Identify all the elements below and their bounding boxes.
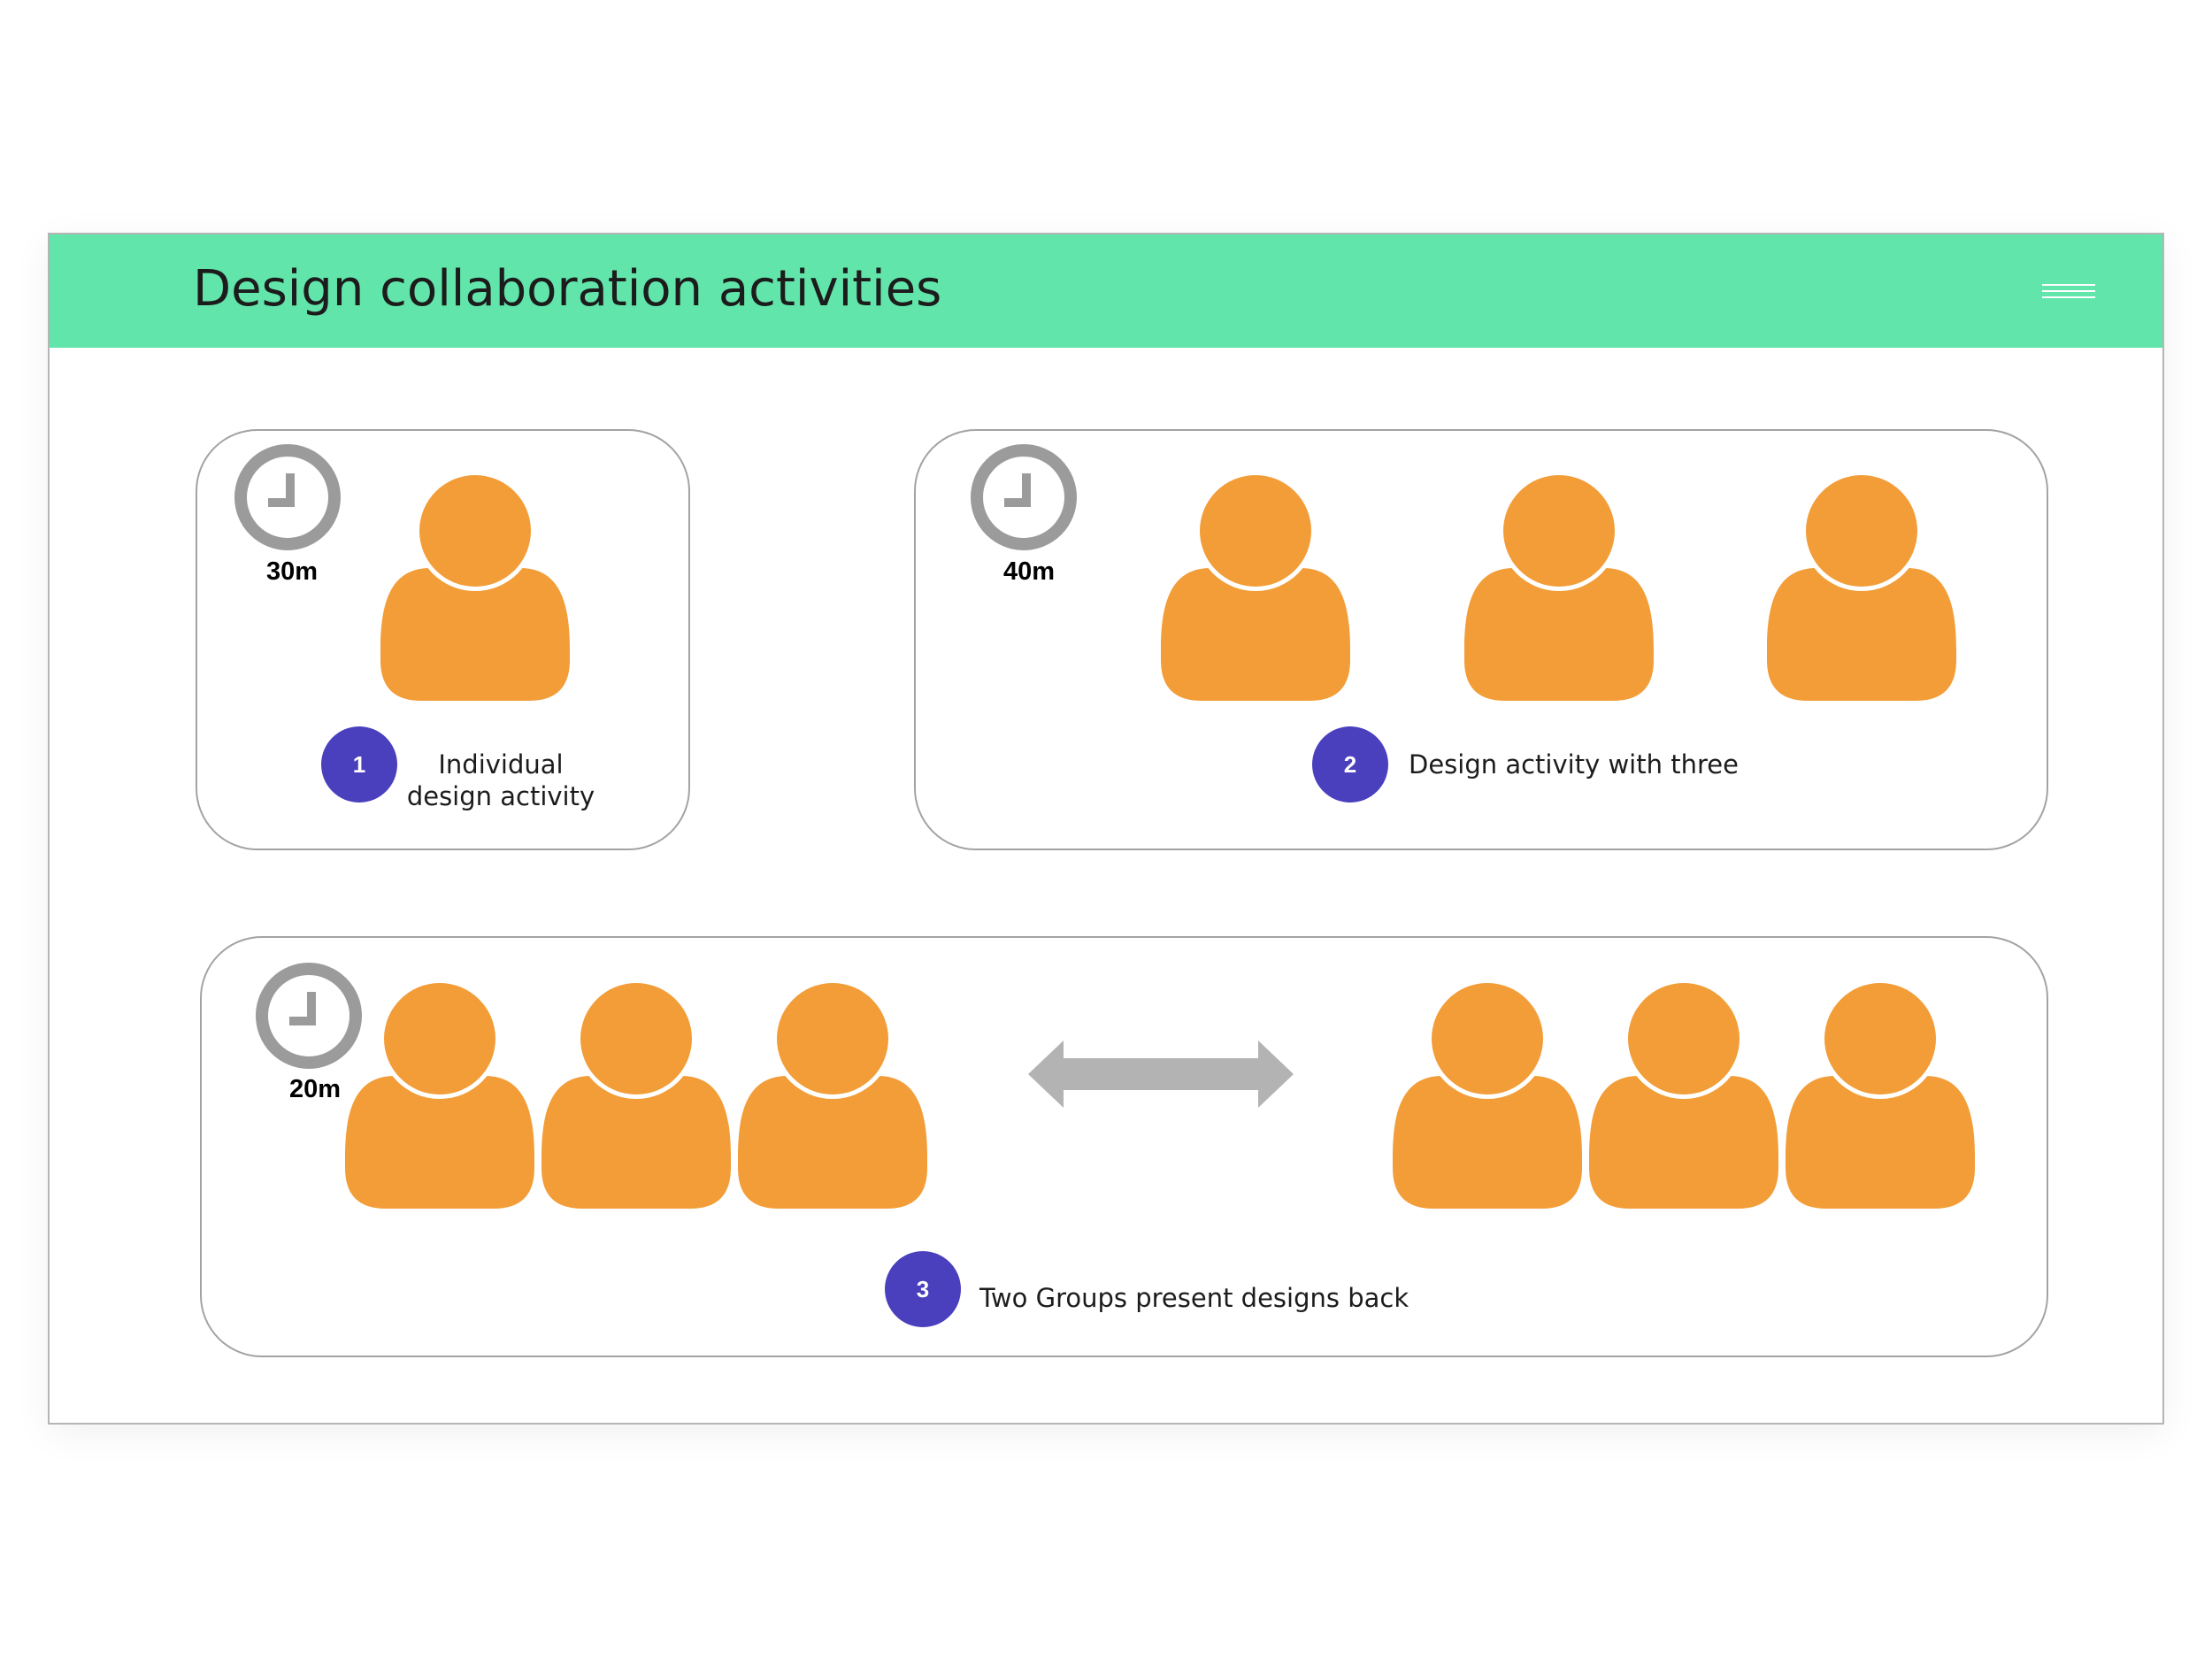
- step-badge: 1: [321, 726, 397, 803]
- person-icon: [1464, 472, 1654, 701]
- person-icon: [345, 980, 534, 1209]
- step-badge: 2: [1312, 726, 1388, 803]
- duration-label: 20m: [288, 1075, 342, 1103]
- person-icon: [541, 980, 731, 1209]
- activity-label-line: design activity: [406, 781, 595, 811]
- clock-icon: [233, 442, 342, 552]
- duration-label: 30m: [265, 557, 319, 586]
- person-icon: [738, 980, 927, 1209]
- person-icon: [1786, 980, 1975, 1209]
- person-icon: [1161, 472, 1350, 701]
- activity-label: Two Groups present designs back: [979, 1283, 1409, 1313]
- person-icon: [1767, 472, 1956, 701]
- person-icon: [1589, 980, 1778, 1209]
- person-icon: [1393, 980, 1582, 1209]
- activity-label: Individual design activity: [395, 749, 607, 812]
- double-arrow-icon: [1028, 1041, 1294, 1108]
- person-icon: [380, 472, 570, 701]
- activity-label: Design activity with three: [1409, 749, 1739, 780]
- activity-label-line: Individual: [438, 749, 564, 780]
- header-bar: Design collaboration activities: [50, 234, 2162, 348]
- step-badge: 3: [885, 1251, 961, 1327]
- clock-icon: [969, 442, 1079, 552]
- page-title: Design collaboration activities: [193, 260, 942, 318]
- menu-icon[interactable]: [2042, 284, 2095, 305]
- duration-label: 40m: [1002, 557, 1056, 586]
